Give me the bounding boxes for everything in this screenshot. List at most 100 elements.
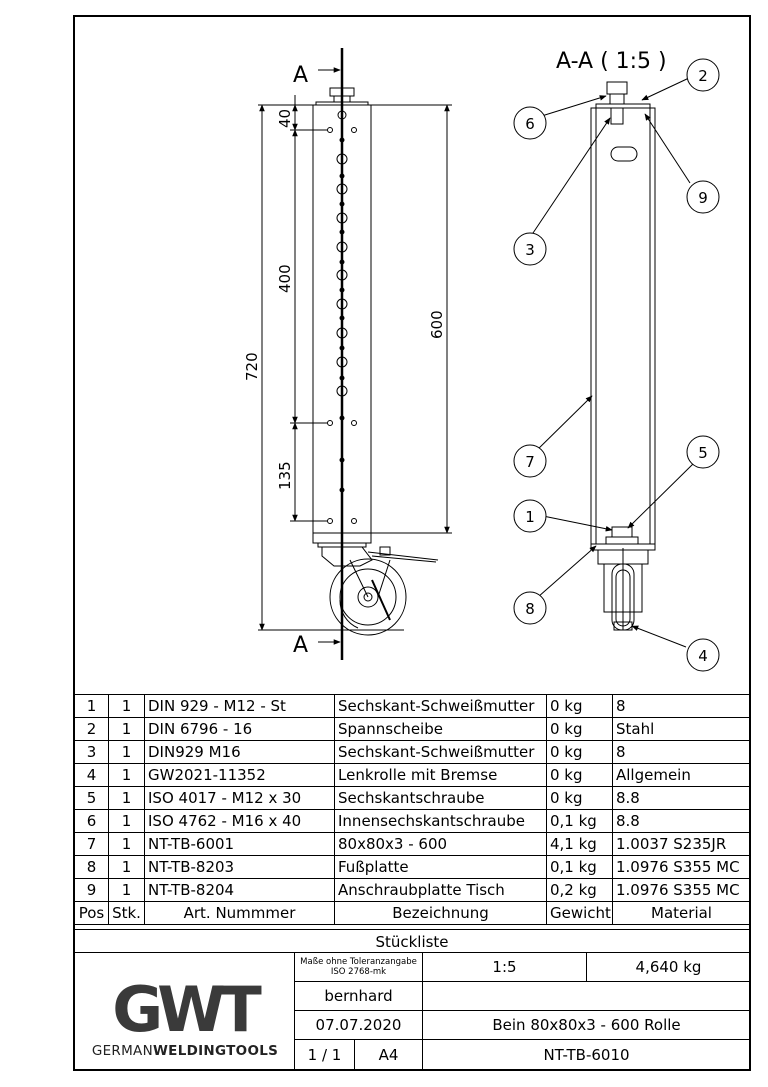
dim-400: 400: [276, 264, 294, 293]
front-view: [258, 48, 452, 660]
balloons: 2 6 9 3 5 7 1 8 4: [513, 58, 720, 672]
author-cell: bernhard: [294, 982, 422, 1011]
cell-weight: 4,1 kg: [546, 832, 613, 856]
cell-description: Sechskant-Schweißmutter: [334, 694, 547, 718]
logo-text-german: GERMAN: [91, 1043, 153, 1059]
cell-qty: 1: [108, 786, 145, 810]
cell-weight: 0,1 kg: [546, 855, 613, 879]
scale-cell: 1:5: [422, 953, 586, 982]
cell-pos: 8: [74, 855, 109, 879]
cell-article: DIN 6796 - 16: [144, 717, 335, 741]
balloon-4: 4: [698, 647, 708, 665]
dim-720: 720: [243, 352, 261, 381]
section-label-bottom: A: [293, 633, 308, 658]
title-block: GWT GERMANWELDINGTOOLS Maße ohne Toleran…: [74, 953, 750, 1070]
cell-qty: 1: [108, 694, 145, 718]
tube-section: [590, 107, 656, 545]
cell-weight: 0 kg: [546, 740, 613, 764]
balloon-2: 2: [698, 67, 708, 85]
dim-135: 135: [276, 461, 294, 490]
cell-description: Anschraubplatte Tisch: [334, 878, 547, 902]
header-qty: Stk.: [108, 901, 145, 925]
svg-text:GWT: GWT: [112, 973, 261, 1043]
cell-material: 1.0037 S235JR: [612, 832, 751, 856]
cell-description: Sechskant-Schweißmutter: [334, 740, 547, 764]
company-logo: GWT GERMANWELDINGTOOLS: [74, 953, 294, 1070]
cell-pos: 3: [74, 740, 109, 764]
date-cell: 07.07.2020: [294, 1011, 422, 1040]
balloon-3: 3: [525, 241, 535, 259]
drawing-name-cell: Bein 80x80x3 - 600 Rolle: [422, 1011, 750, 1040]
cell-material: Allgemein: [612, 763, 751, 787]
parts-list-title: Stückliste: [74, 929, 750, 953]
technical-drawing: A A 40 400 720 135 600 A-A ( 1:5 ): [243, 48, 720, 672]
cell-weight: 0 kg: [546, 763, 613, 787]
section-view: [590, 81, 656, 631]
drawing-number-cell: NT-TB-6010: [422, 1040, 750, 1070]
tolerance-cell: Maße ohne Toleranzangabe ISO 2768-mk: [294, 953, 422, 982]
weight-cell: 4,640 kg: [586, 953, 750, 982]
cell-description: Sechskantschraube: [334, 786, 547, 810]
cell-pos: 4: [74, 763, 109, 787]
cell-pos: 5: [74, 786, 109, 810]
section-label-top: A: [293, 63, 308, 88]
cell-qty: 1: [108, 809, 145, 833]
cell-qty: 1: [108, 717, 145, 741]
cell-material: 8.8: [612, 809, 751, 833]
header-description: Bezeichnung: [334, 901, 547, 925]
cell-weight: 0 kg: [546, 786, 613, 810]
balloon-leaders: [530, 77, 696, 648]
cell-pos: 2: [74, 717, 109, 741]
cell-article: DIN929 M16: [144, 740, 335, 764]
cell-article: GW2021-11352: [144, 763, 335, 787]
cell-weight: 0 kg: [546, 717, 613, 741]
empty-cell: [422, 982, 750, 1011]
cell-pos: 7: [74, 832, 109, 856]
header-article: Art. Nummmer: [144, 901, 335, 925]
cell-material: 1.0976 S355 MC: [612, 878, 751, 902]
header-weight: Gewicht: [546, 901, 613, 925]
cell-weight: 0 kg: [546, 694, 613, 718]
cell-qty: 1: [108, 740, 145, 764]
cell-article: ISO 4762 - M16 x 40: [144, 809, 335, 833]
section-view-title: A-A ( 1:5 ): [556, 49, 667, 74]
tolerance-line1: Maße ohne Toleranzangabe: [300, 957, 417, 967]
cell-article: ISO 4017 - M12 x 30: [144, 786, 335, 810]
balloon-1: 1: [525, 508, 535, 526]
logo-wordmark: GERMANWELDINGTOOLS: [80, 1043, 290, 1059]
cell-material: 8: [612, 740, 751, 764]
cell-material: 8.8: [612, 786, 751, 810]
cell-weight: 0,2 kg: [546, 878, 613, 902]
cell-description: Spannscheibe: [334, 717, 547, 741]
cell-pos: 1: [74, 694, 109, 718]
header-pos: Pos: [74, 901, 109, 925]
cell-qty: 1: [108, 763, 145, 787]
logo-text-weldingtools: WELDINGTOOLS: [152, 1043, 279, 1059]
cell-description: Fußplatte: [334, 855, 547, 879]
format-cell: A4: [354, 1040, 422, 1070]
caster-front: [321, 546, 439, 636]
balloon-7: 7: [525, 453, 535, 471]
cell-pos: 9: [74, 878, 109, 902]
dim-40: 40: [276, 109, 294, 128]
cell-article: NT-TB-8204: [144, 878, 335, 902]
balloon-8: 8: [525, 600, 535, 618]
cell-qty: 1: [108, 832, 145, 856]
tube-holes: [327, 110, 357, 524]
cell-description: Innensechskantschraube: [334, 809, 547, 833]
drawing-sheet-frame: [73, 15, 751, 1071]
cell-description: Lenkrolle mit Bremse: [334, 763, 547, 787]
balloon-9: 9: [698, 189, 708, 207]
balloon-5: 5: [698, 444, 708, 462]
cell-qty: 1: [108, 878, 145, 902]
cell-material: 8: [612, 694, 751, 718]
